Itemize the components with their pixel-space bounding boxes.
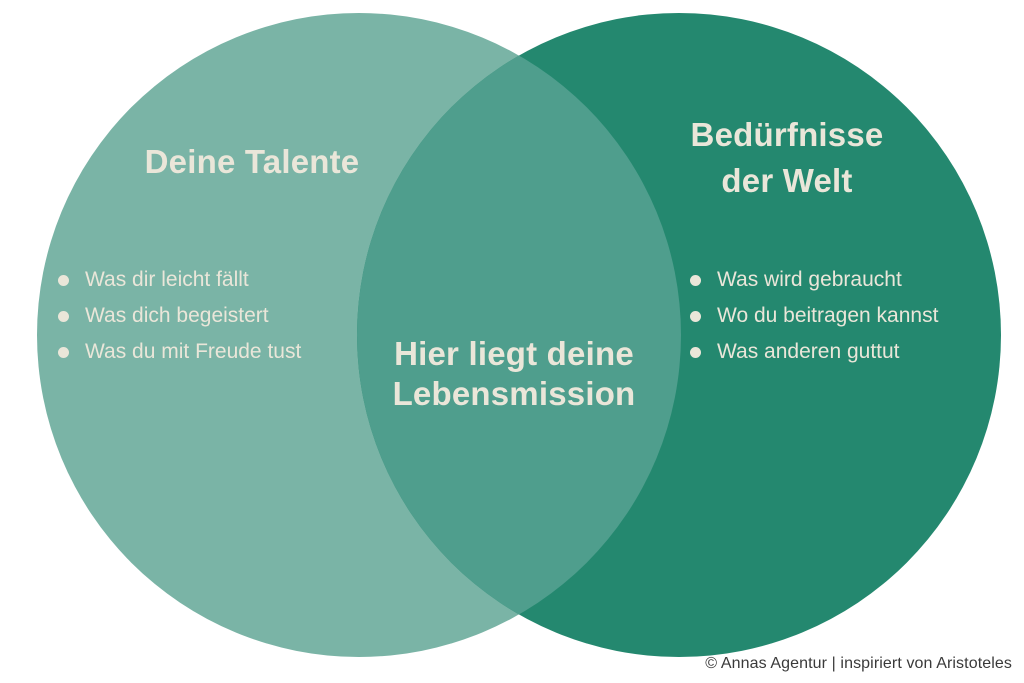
bullet-dot-icon bbox=[690, 274, 701, 286]
list-item-label: Was wird gebraucht bbox=[717, 268, 902, 291]
list-item: Was du mit Freude tust bbox=[58, 334, 301, 370]
right-bullet-list: Was wird gebraucht Wo du beitragen kanns… bbox=[690, 262, 938, 370]
overlap-title-line2: Lebensmission bbox=[392, 375, 636, 412]
copyright-credit: © Annas Agentur | inspiriert von Aristot… bbox=[705, 655, 1012, 672]
bullet-dot-icon bbox=[58, 274, 69, 286]
bullet-dot-icon bbox=[690, 346, 701, 358]
overlap-title: Hier liegt deine Lebensmission bbox=[364, 334, 664, 414]
list-item: Was wird gebraucht bbox=[690, 262, 938, 298]
list-item-label: Was anderen guttut bbox=[717, 340, 900, 363]
overlap-region bbox=[357, 13, 681, 657]
list-item-label: Was du mit Freude tust bbox=[85, 340, 302, 363]
list-item: Wo du beitragen kannst bbox=[690, 298, 938, 334]
list-item: Was dich begeistert bbox=[58, 298, 301, 334]
overlap-title-line1: Hier liegt deine bbox=[394, 335, 634, 372]
right-circle-title-line2: der Welt bbox=[721, 162, 853, 199]
list-item: Was anderen guttut bbox=[690, 334, 938, 370]
right-circle-title-line1: Bedürfnisse bbox=[690, 116, 884, 153]
list-item-label: Was dich begeistert bbox=[85, 304, 269, 327]
bullet-dot-icon bbox=[58, 346, 69, 358]
list-item: Was dir leicht fällt bbox=[58, 262, 301, 298]
left-bullet-list: Was dir leicht fällt Was dich begeistert… bbox=[58, 262, 301, 370]
bullet-dot-icon bbox=[58, 310, 69, 322]
right-circle-title: Bedürfnisse der Welt bbox=[637, 112, 937, 204]
bullet-dot-icon bbox=[690, 310, 701, 322]
list-item-label: Was dir leicht fällt bbox=[85, 268, 249, 291]
list-item-label: Wo du beitragen kannst bbox=[717, 304, 939, 327]
left-circle-title: Deine Talente bbox=[144, 143, 360, 180]
